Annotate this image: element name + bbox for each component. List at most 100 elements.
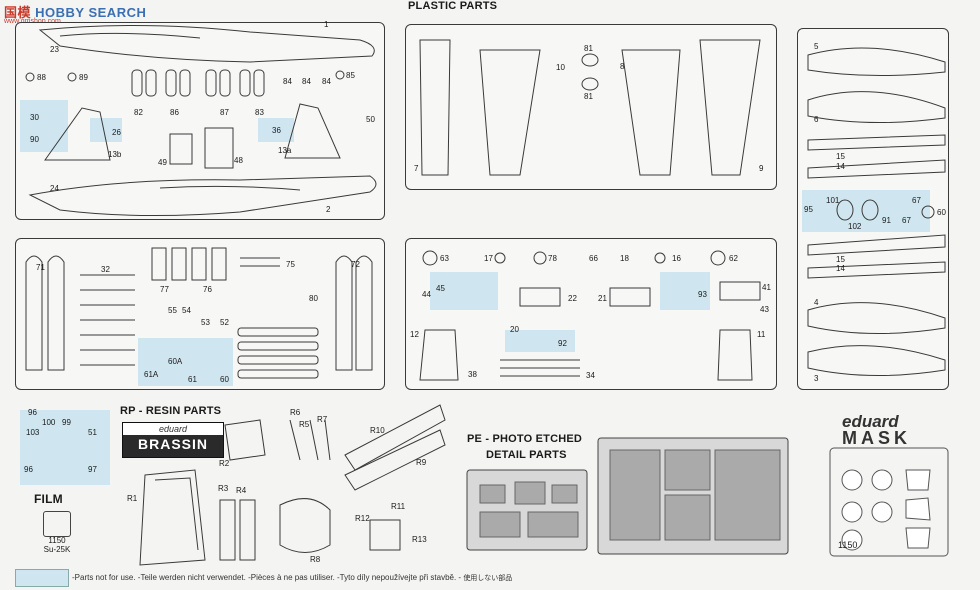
part-label: 101 [826, 196, 840, 205]
part-label: 9 [759, 164, 764, 173]
part-label: 15 [836, 152, 845, 161]
part-label: 32 [101, 265, 110, 274]
unused-zone [20, 410, 110, 485]
part-label: 71 [36, 263, 45, 272]
part-label: 52 [220, 318, 229, 327]
part-label: 49 [158, 158, 167, 167]
etched-parts-subtitle: DETAIL PARTS [486, 449, 567, 461]
part-label: 8 [620, 62, 625, 71]
part-label: 89 [79, 73, 88, 82]
part-label: 76 [203, 285, 212, 294]
etched-parts-title: PE - PHOTO ETCHED [467, 433, 583, 445]
resin-label: R4 [236, 486, 247, 495]
unused-zone [430, 272, 498, 310]
part-label: 43 [760, 305, 769, 314]
unused-zone [660, 272, 710, 310]
watermark-logo: 国模 HOBBY SEARCH [4, 5, 147, 20]
part-label: 4 [814, 298, 819, 307]
part-label: 11 [757, 330, 766, 339]
part-label: 7 [414, 164, 419, 173]
part-label: 84 [322, 77, 331, 86]
brassin-logo: eduard BRASSIN [122, 422, 224, 458]
part-label: 75 [286, 260, 295, 269]
part-label: 2 [326, 205, 331, 214]
part-label: 24 [50, 184, 59, 193]
resin-label: R2 [219, 459, 230, 468]
part-label: 78 [548, 254, 557, 263]
part-label: 14 [836, 264, 845, 273]
resin-label: R5 [299, 420, 310, 429]
resin-label: R7 [317, 415, 328, 424]
resin-label: R1 [127, 494, 138, 503]
part-label: 1 [324, 20, 329, 29]
part-label: 18 [620, 254, 629, 263]
part-label: 100 [42, 418, 56, 427]
part-label: 61 [188, 375, 197, 384]
part-label: 51 [88, 428, 97, 437]
resin-label: R10 [370, 426, 385, 435]
part-label: 60A [168, 357, 183, 366]
part-label: 16 [672, 254, 681, 263]
part-label: 90 [30, 135, 39, 144]
part-label: 12 [410, 330, 419, 339]
part-label: 30 [30, 113, 39, 122]
part-label: 81 [584, 92, 593, 101]
part-label: 103 [26, 428, 40, 437]
part-label: 96 [28, 408, 37, 417]
unused-zone [90, 118, 122, 142]
resin-label: R12 [355, 514, 370, 523]
part-label: 3 [814, 374, 819, 383]
part-label: 96 [24, 465, 33, 474]
part-label: 62 [729, 254, 738, 263]
part-label: 10 [556, 63, 565, 72]
part-label: 53 [201, 318, 210, 327]
part-label: 83 [255, 108, 264, 117]
resin-label: R6 [290, 408, 301, 417]
part-label: 5 [814, 42, 819, 51]
resin-label: R3 [218, 484, 229, 493]
part-label: 13b [108, 150, 122, 159]
part-label: 97 [88, 465, 97, 474]
part-label: 85 [346, 71, 355, 80]
part-label: 93 [698, 290, 707, 299]
part-label: 14 [836, 162, 845, 171]
part-label: 55 [168, 306, 177, 315]
part-label: 44 [422, 290, 431, 299]
part-label: 84 [283, 77, 292, 86]
part-label: 99 [62, 418, 71, 427]
part-label: 61A [144, 370, 159, 379]
part-label: 15 [836, 255, 845, 264]
unused-zone [802, 190, 930, 232]
part-label: 80 [309, 294, 318, 303]
part-label: 81 [584, 44, 593, 53]
part-label: 95 [804, 205, 813, 214]
part-label: 63 [440, 254, 449, 263]
part-label: 72 [351, 260, 360, 269]
part-label: 13a [278, 146, 292, 155]
film-title: FILM [34, 492, 63, 506]
part-label: 50 [366, 115, 375, 124]
sprue-frame-c [405, 24, 777, 190]
part-label: 48 [234, 156, 243, 165]
part-label: 17 [484, 254, 493, 263]
part-label: 67 [912, 196, 921, 205]
part-label: 87 [220, 108, 229, 117]
part-label: 23 [50, 45, 59, 54]
part-label: 20 [510, 325, 519, 334]
unused-zone [20, 100, 68, 152]
part-label: 45 [436, 284, 445, 293]
part-label: 82 [134, 108, 143, 117]
unused-parts-swatch [15, 569, 69, 587]
film-frame [43, 511, 71, 537]
sprue-frame-e [405, 238, 777, 390]
part-label: 41 [762, 283, 771, 292]
part-label: 91 [882, 216, 891, 225]
resin-label: R11 [391, 502, 406, 511]
part-label: 102 [848, 222, 862, 231]
part-label: 66 [589, 254, 598, 263]
part-label: 34 [586, 371, 595, 380]
plastic-parts-title: PLASTIC PARTS [408, 0, 498, 12]
resin-parts-title: RP - RESIN PARTS [120, 405, 222, 417]
